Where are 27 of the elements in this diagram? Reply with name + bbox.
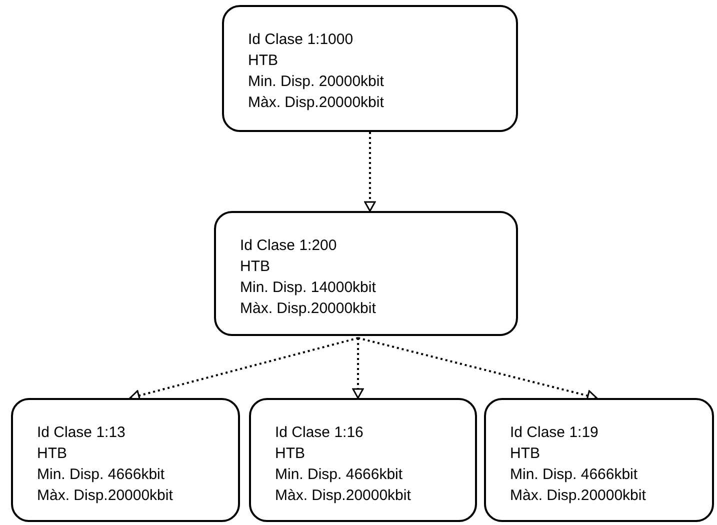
class-text: Màx. Disp.20000kbit <box>240 299 376 319</box>
class-box <box>484 398 714 522</box>
class-box <box>11 398 240 522</box>
class-text: Min. Disp. 20000kbit <box>248 72 384 92</box>
class-text: Màx. Disp.20000kbit <box>510 486 646 506</box>
class-box <box>222 5 518 132</box>
class-text: Min. Disp. 4666kbit <box>37 465 165 485</box>
class-text: Min. Disp. 4666kbit <box>510 465 638 485</box>
class-text: Min. Disp. 4666kbit <box>275 465 403 485</box>
class-text: Id Clase 1:200 <box>240 236 337 256</box>
class-text: HTB <box>275 444 305 464</box>
arrow <box>364 132 376 212</box>
class-text: Id Clase 1:19 <box>510 423 598 443</box>
class-text: HTB <box>510 444 540 464</box>
class-text: HTB <box>37 444 67 464</box>
class-text: Màx. Disp.20000kbit <box>275 486 411 506</box>
class-text: Màx. Disp.20000kbit <box>248 93 384 113</box>
class-text: HTB <box>240 257 270 277</box>
class-box <box>214 211 518 336</box>
class-text: Id Clase 1:13 <box>37 423 126 443</box>
class-text: Id Clase 1:16 <box>275 423 364 443</box>
class-text: Min. Disp. 14000kbit <box>240 278 376 298</box>
class-text: HTB <box>248 51 278 71</box>
class-text: Màx. Disp.20000kbit <box>37 486 173 506</box>
arrow <box>352 338 364 399</box>
class-text: Id Clase 1:1000 <box>248 30 354 50</box>
class-box <box>249 398 477 522</box>
